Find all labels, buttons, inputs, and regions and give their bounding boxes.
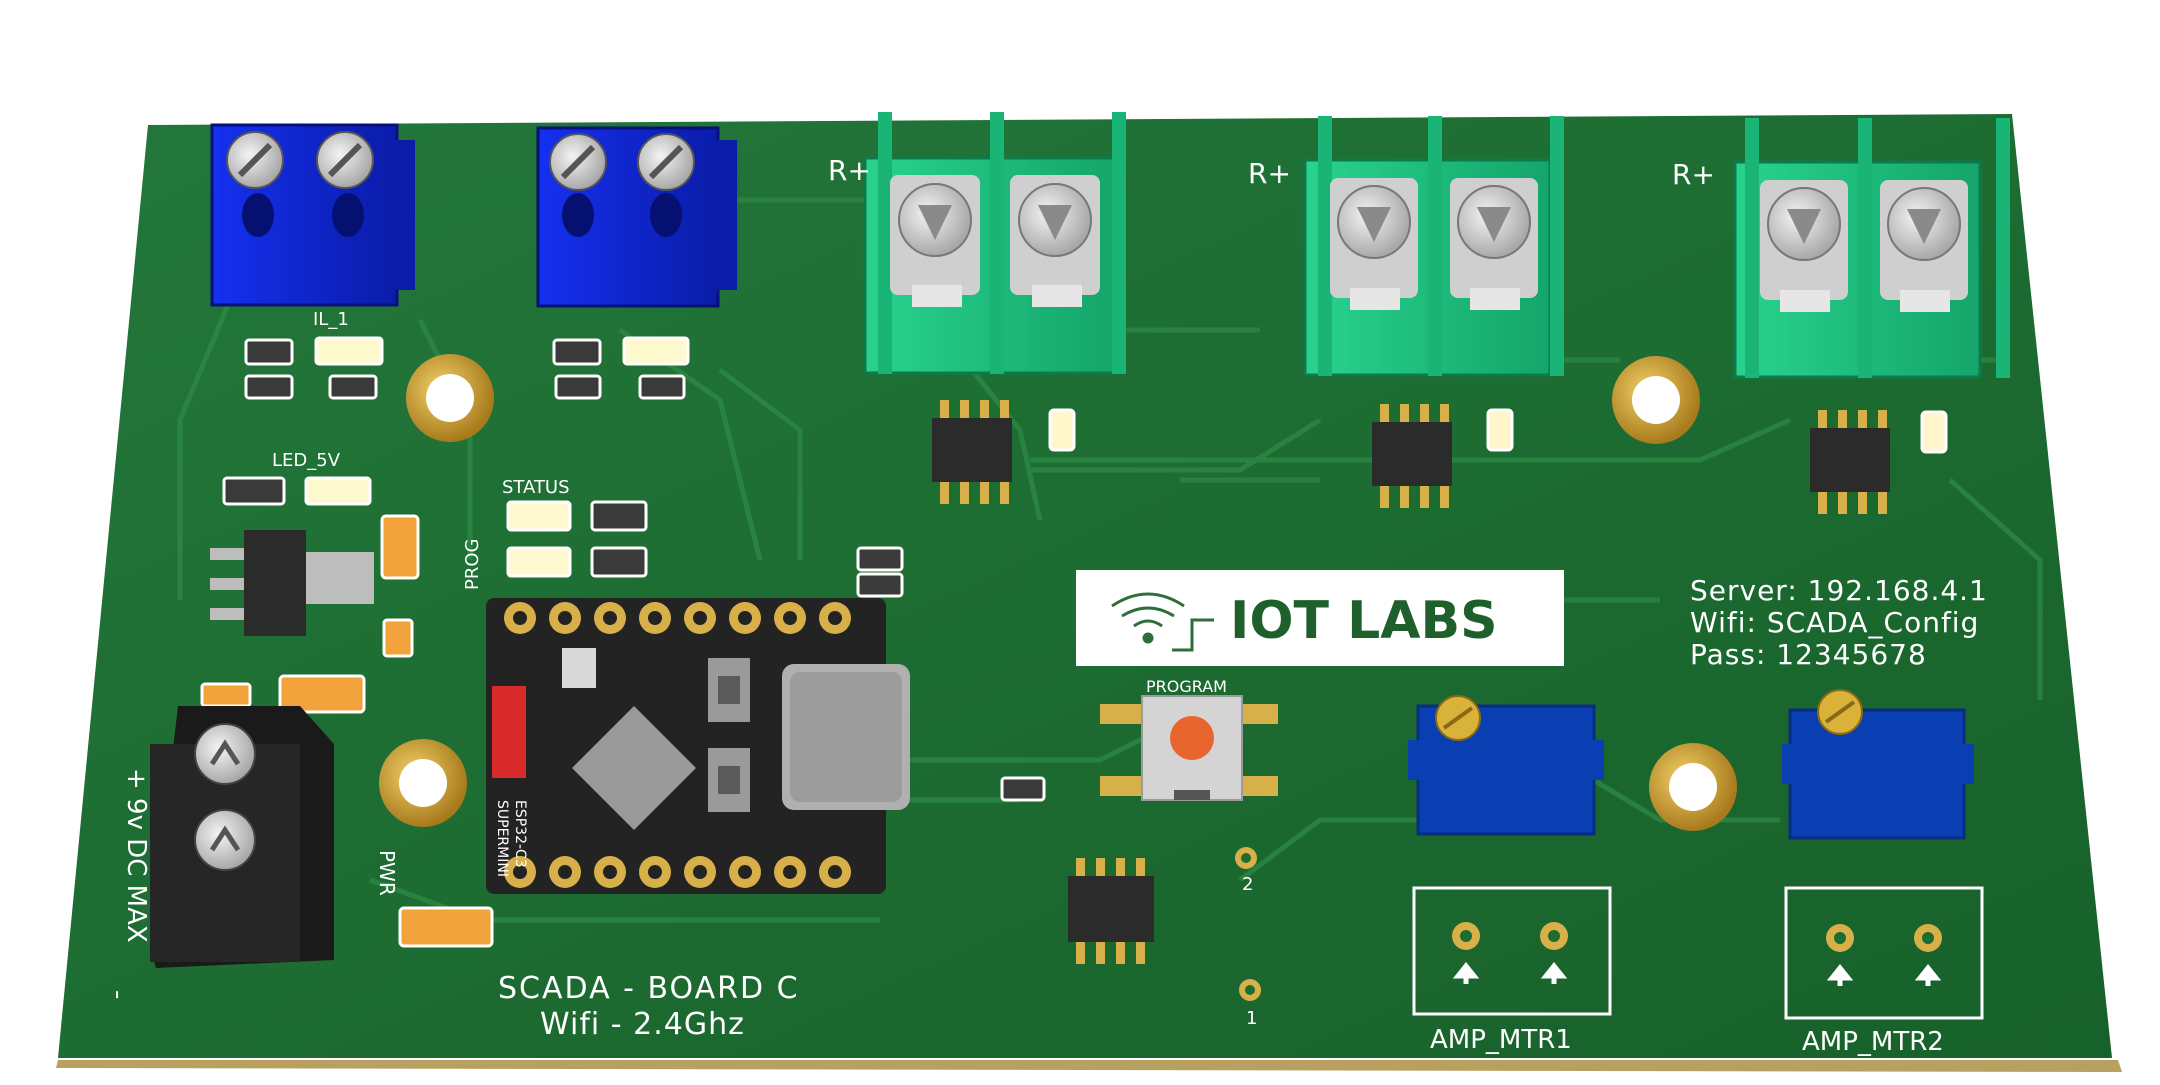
prog-label: PROG xyxy=(462,539,483,590)
iot-labs-logo: IOT LABS xyxy=(1076,570,1564,666)
ic-chip-4 xyxy=(1068,858,1154,964)
amp-mtr2-header xyxy=(1784,886,1984,1020)
test-pads xyxy=(1235,847,1261,1001)
module-label-1: ESP32-C3 xyxy=(512,800,528,868)
program-label: PROGRAM xyxy=(1146,677,1227,696)
smd-cluster-1 xyxy=(244,336,690,400)
pcb-edge xyxy=(56,1060,2122,1072)
status-label: STATUS xyxy=(502,477,570,498)
smd-cluster-2 xyxy=(222,476,372,506)
r-plus-label-3: R+ xyxy=(1672,158,1715,191)
mounting-hole-3 xyxy=(1612,356,1700,444)
blue-terminal-2 xyxy=(536,126,737,308)
status-leds xyxy=(506,500,648,578)
green-terminal-3 xyxy=(1733,118,2010,379)
amp-mtr1-header xyxy=(1412,886,1612,1016)
power-minus-label: - xyxy=(103,990,133,999)
smd-caps xyxy=(856,408,1948,802)
mounting-hole-1 xyxy=(406,354,494,442)
power-label: + 9v DC MAX xyxy=(121,768,151,943)
board-title: SCADA - BOARD C xyxy=(498,971,800,1006)
potentiometer-2[interactable] xyxy=(1782,689,1974,840)
ic-chip-1 xyxy=(932,400,1012,504)
pad-2-label: 2 xyxy=(1242,874,1253,895)
mounting-hole-2 xyxy=(379,739,467,827)
program-button[interactable] xyxy=(1100,695,1278,801)
power-terminal xyxy=(150,706,334,968)
pwr-label: PWR xyxy=(375,850,399,896)
pad-1-label: 1 xyxy=(1246,1008,1257,1029)
board-subtitle: Wifi - 2.4Ghz xyxy=(540,1007,745,1042)
server-line: Server: 192.168.4.1 xyxy=(1690,574,1988,607)
ic-chip-3 xyxy=(1810,410,1890,514)
wifi-line: Wifi: SCADA_Config xyxy=(1690,606,1979,639)
amp-mtr2-label: AMP_MTR2 xyxy=(1802,1027,1944,1057)
wifi-icon xyxy=(1111,592,1214,652)
green-terminal-1 xyxy=(863,112,1126,375)
voltage-regulator xyxy=(210,530,374,636)
mounting-hole-4 xyxy=(1649,743,1737,831)
logo-text: IOT LABS xyxy=(1230,591,1498,651)
il1-label: IL_1 xyxy=(313,309,349,330)
ic-chip-2 xyxy=(1372,404,1452,508)
potentiometer-1[interactable] xyxy=(1408,695,1604,836)
amp-mtr1-label: AMP_MTR1 xyxy=(1430,1025,1572,1055)
module-label-2: SUPERMINI xyxy=(494,800,510,877)
r-plus-label-2: R+ xyxy=(1248,157,1291,190)
pass-line: Pass: 12345678 xyxy=(1690,638,1927,671)
esp32-module: ESP32-C3 SUPERMINI xyxy=(486,598,910,894)
r-plus-label-1: R+ xyxy=(828,154,871,187)
tantalum-caps xyxy=(200,514,494,948)
green-terminal-2 xyxy=(1303,116,1564,377)
led-5v-label: LED_5V xyxy=(272,450,341,471)
blue-terminal-1 xyxy=(210,123,415,307)
